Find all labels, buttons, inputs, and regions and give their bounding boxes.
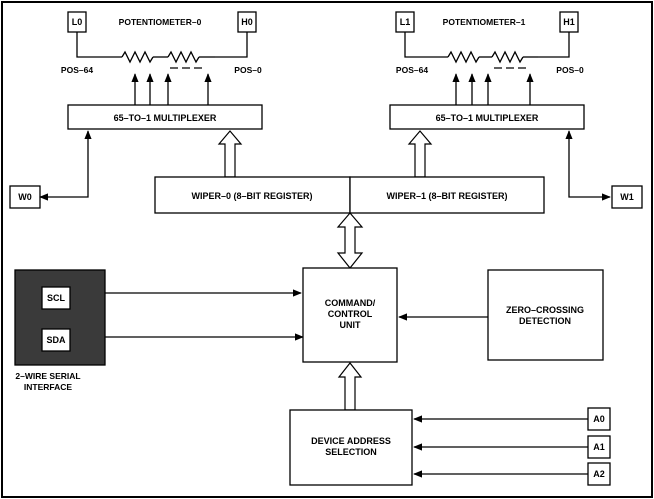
zero-crossing-detection: ZERO–CROSSING DETECTION bbox=[487, 269, 604, 361]
h0-label: H0 bbox=[241, 17, 253, 27]
h0-wire bbox=[215, 32, 248, 58]
potentiometer-0-title: POTENTIOMETER–0 bbox=[119, 17, 202, 27]
wiper-0-to-mux-arrow bbox=[217, 130, 243, 178]
l0-label: L0 bbox=[72, 17, 83, 27]
a0-pin: A0 bbox=[587, 407, 611, 431]
w1-terminal: W1 bbox=[611, 185, 643, 209]
w1-label: W1 bbox=[620, 192, 634, 202]
w0-label: W0 bbox=[18, 192, 32, 202]
l1-wire bbox=[404, 32, 448, 58]
resistor-0b bbox=[167, 50, 200, 64]
wiper-0-register-label: WIPER–0 (8–BIT REGISTER) bbox=[191, 191, 312, 201]
zero-crossing-label-line2: DETECTION bbox=[519, 316, 571, 326]
w1-connection bbox=[565, 130, 611, 201]
w0-terminal: W0 bbox=[9, 185, 41, 209]
address-to-command-arrow bbox=[337, 362, 363, 411]
command-label-line1: COMMAND/ bbox=[325, 298, 376, 308]
serial-interface-label-line2: INTERFACE bbox=[24, 382, 73, 392]
scl-pin bbox=[41, 286, 71, 310]
wiper-1-register: WIPER–1 (8–BIT REGISTER) bbox=[349, 176, 545, 214]
pos-0-label-0: POS–0 bbox=[234, 65, 262, 75]
multiplexer-0-label: 65–TO–1 MULTIPLEXER bbox=[114, 113, 217, 123]
pos-0-label-1: POS–0 bbox=[556, 65, 584, 75]
a0-label: A0 bbox=[593, 414, 605, 424]
wiper-0-register: WIPER–0 (8–BIT REGISTER) bbox=[154, 176, 351, 214]
h1-wire bbox=[538, 32, 570, 58]
sda-label: SDA bbox=[46, 335, 66, 345]
scl-label: SCL bbox=[47, 293, 66, 303]
pos-64-label-1: POS–64 bbox=[396, 65, 428, 75]
serial-interface-label-line1: 2–WIRE SERIAL bbox=[15, 371, 80, 381]
command-control-unit: COMMAND/ CONTROL UNIT bbox=[302, 267, 398, 363]
a2-label: A2 bbox=[593, 469, 605, 479]
a1-label: A1 bbox=[593, 442, 605, 452]
l1-label: L1 bbox=[400, 17, 411, 27]
command-label-line2: CONTROL bbox=[328, 309, 373, 319]
resistor-1a bbox=[447, 50, 480, 64]
wiper-1-to-mux-arrow bbox=[407, 130, 433, 178]
device-address-label-line1: DEVICE ADDRESS bbox=[311, 436, 391, 446]
multiplexer-1-label: 65–TO–1 MULTIPLEXER bbox=[436, 113, 539, 123]
w0-connection bbox=[39, 130, 92, 201]
potentiometer-1-title: POTENTIOMETER–1 bbox=[443, 17, 526, 27]
command-label-line3: UNIT bbox=[340, 320, 361, 330]
multiplexer-1: 65–TO–1 MULTIPLEXER bbox=[389, 104, 585, 130]
wiper-1-register-label: WIPER–1 (8–BIT REGISTER) bbox=[386, 191, 507, 201]
device-address-label-line2: SELECTION bbox=[325, 447, 377, 457]
serial-interface: SCL SDA 2–WIRE SERIAL INTERFACE bbox=[14, 269, 106, 392]
device-address-selection: DEVICE ADDRESS SELECTION bbox=[289, 409, 413, 486]
register-command-bus-arrow bbox=[336, 212, 364, 269]
a2-pin: A2 bbox=[587, 462, 611, 486]
resistor-1b bbox=[491, 50, 524, 64]
multiplexer-0: 65–TO–1 MULTIPLEXER bbox=[67, 104, 263, 130]
sda-pin bbox=[41, 328, 71, 352]
resistor-0a bbox=[121, 50, 154, 64]
potentiometer-1: L1 H1 POTENTIOMETER–1 POS–64 POS–0 bbox=[395, 11, 584, 105]
l0-wire bbox=[76, 32, 122, 58]
potentiometer-0: L0 H0 POTENTIOMETER–0 POS–64 POS–0 bbox=[61, 11, 262, 105]
a1-pin: A1 bbox=[587, 435, 611, 459]
pos-64-label-0: POS–64 bbox=[61, 65, 93, 75]
zero-crossing-label-line1: ZERO–CROSSING bbox=[506, 305, 584, 315]
h1-label: H1 bbox=[563, 17, 575, 27]
